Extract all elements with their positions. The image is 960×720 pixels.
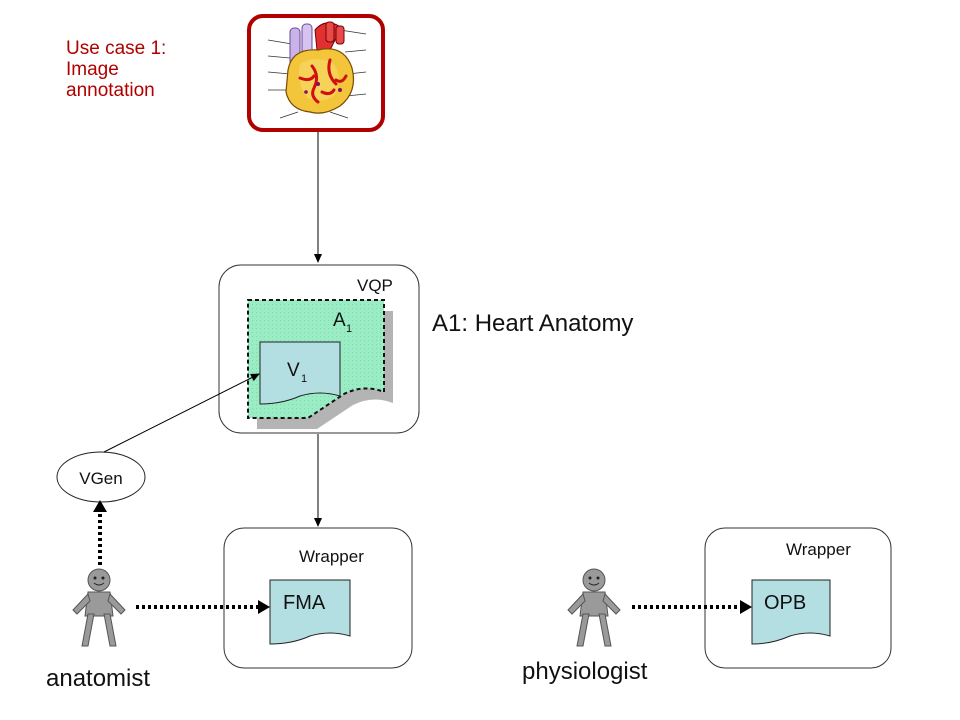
use-case-line-3: annotation: [66, 80, 155, 101]
fma-label: FMA: [283, 592, 326, 614]
view-v1-document[interactable]: [259, 341, 341, 405]
view-v-subscript: 1: [301, 373, 307, 385]
anatomist-person-icon: [72, 568, 126, 647]
heart-illustration-icon: [267, 21, 367, 119]
wrapper-right-label: Wrapper: [786, 540, 851, 559]
vqp-label: VQP: [357, 276, 393, 295]
vgen-to-v1-arrow: [103, 373, 260, 453]
opb-document[interactable]: [751, 579, 831, 645]
annotation-a-subscript: 1: [346, 323, 352, 335]
vgen-label: VGen: [79, 469, 122, 488]
physiologist-person-icon: [567, 568, 621, 647]
heart-image[interactable]: [247, 14, 385, 132]
annotation-title: A1: Heart Anatomy: [432, 310, 633, 337]
use-case-line-1: Use case 1:: [66, 38, 167, 59]
opb-label: OPB: [764, 592, 806, 614]
wrapper-left-label: Wrapper: [299, 547, 364, 566]
use-case-line-2: Image: [66, 59, 119, 80]
anatomist-label: anatomist: [46, 665, 150, 692]
physiologist-label: physiologist: [522, 658, 648, 685]
fma-document[interactable]: [269, 579, 351, 645]
annotation-a-label: A: [333, 310, 346, 331]
view-v-label: V: [287, 360, 300, 381]
use-case-title: Use case 1: Image annotation: [66, 38, 166, 101]
